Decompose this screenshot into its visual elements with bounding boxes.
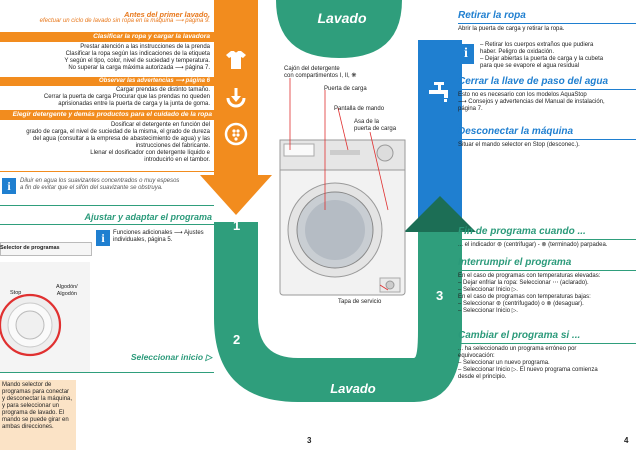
callout-service-cover: Tapa de servicio xyxy=(338,299,382,305)
dial-right-label: Algodón/ Algodón xyxy=(56,284,78,297)
program-selector-panel xyxy=(0,242,92,256)
antes-title: Antes del primer lavado, xyxy=(124,10,210,19)
divider-line xyxy=(0,171,214,172)
cerrar-text: Esto no es necesario con los modelos Aqu… xyxy=(458,92,605,112)
cambiar-text: ... ha seleccionado un programa erróneo … xyxy=(458,346,598,380)
observar-band xyxy=(0,77,214,86)
fin-heading: Fin de programa cuando ... xyxy=(458,226,586,237)
elegir-band xyxy=(0,110,214,120)
callout-handle: Asa de la puerta de carga xyxy=(354,119,397,132)
load-down-icon xyxy=(224,86,248,110)
cerrar-line xyxy=(458,89,636,90)
interrumpir-line xyxy=(458,270,636,271)
retirar-text: Abrir la puerta de carga y retirar la ro… xyxy=(458,26,565,32)
page-number-right: 4 xyxy=(624,436,629,445)
detergent-icon xyxy=(224,122,248,146)
fin-line xyxy=(458,239,636,240)
funciones-text: Funciones adicionales ⟶ Ajustes individu… xyxy=(113,230,204,243)
cambiar-line xyxy=(458,343,636,344)
callout-door: Puerta de carga xyxy=(324,86,367,92)
retirar-line xyxy=(458,23,636,24)
step-number-3: 3 xyxy=(436,288,444,303)
retirar-info: – Retirar los cuerpos extraños que pudie… xyxy=(480,42,604,69)
callout-panel: Pantalla de mando xyxy=(334,106,385,112)
divider-line-4 xyxy=(0,372,214,373)
unload-up-icon xyxy=(428,12,452,38)
elegir-heading: Elegir detergente y demás productos para… xyxy=(12,111,212,118)
step-number-2: 2 xyxy=(233,332,241,347)
clasificar-heading-text: Clasificar la ropa y cargar la lavadora xyxy=(93,33,210,40)
observar-text: Cargar prendas de distinto tamaño. Cerra… xyxy=(43,87,210,107)
interrumpir-text: En el caso de programas con temperaturas… xyxy=(458,273,601,314)
divider-line-2 xyxy=(0,205,214,206)
mando-box xyxy=(0,380,76,450)
retirar-heading: Retirar la ropa xyxy=(458,10,526,21)
clasificar-text: Prestar atención a las instrucciones de … xyxy=(64,44,210,71)
desconectar-text: Situar el mando selector en Stop (descon… xyxy=(458,142,580,148)
divider-line-3 xyxy=(0,224,214,225)
water-tap-icon xyxy=(426,80,454,104)
step-number-1: 1 xyxy=(233,218,241,233)
desconectar-line xyxy=(458,139,636,140)
antes-subtitle: efectuar un ciclo de lavado sin ropa en … xyxy=(39,18,210,24)
elegir-text: Dosificar el detergente en función del g… xyxy=(26,122,210,163)
clasificar-band xyxy=(0,32,214,42)
cambiar-heading: Cambiar el programa si ... xyxy=(458,330,581,341)
observar-heading: Observar las advertencias ⟶ página 6 xyxy=(99,78,210,84)
info-icon-3: i xyxy=(458,44,474,64)
diluir-text: Diluir en agua los suavizantes concentra… xyxy=(20,178,180,191)
dial-stop-label: Stop xyxy=(10,290,22,296)
ajustar-heading: Ajustar y adaptar el programa xyxy=(84,212,212,222)
info-icon: i xyxy=(2,178,16,194)
selector-label: Selector de programas xyxy=(0,245,60,251)
interrumpir-heading: Interrumpir el programa xyxy=(458,257,572,268)
section-title-top: Lavado xyxy=(317,10,367,26)
cerrar-heading: Cerrar la llave de paso del agua xyxy=(458,76,609,87)
seleccionar-inicio: Seleccionar inicio ▷ xyxy=(130,352,212,362)
washing-machine-illustration xyxy=(279,139,406,296)
callout-detergent-drawer: Cajón del detergente con compartimentos … xyxy=(284,66,357,79)
shirt-icon xyxy=(224,48,248,72)
page-number-left: 3 xyxy=(307,436,312,445)
desconectar-heading: Desconectar la máquina xyxy=(458,126,574,137)
fin-text: ... el indicador ⊛ (centrifugar) - ⊗ (te… xyxy=(458,242,608,248)
leader-lines xyxy=(289,78,389,291)
section-title-bottom: Lavado xyxy=(330,381,376,396)
mando-text: Mando selector de programas para conecta… xyxy=(2,382,73,430)
info-icon-2: i xyxy=(96,230,110,246)
program-dial[interactable] xyxy=(0,280,90,370)
